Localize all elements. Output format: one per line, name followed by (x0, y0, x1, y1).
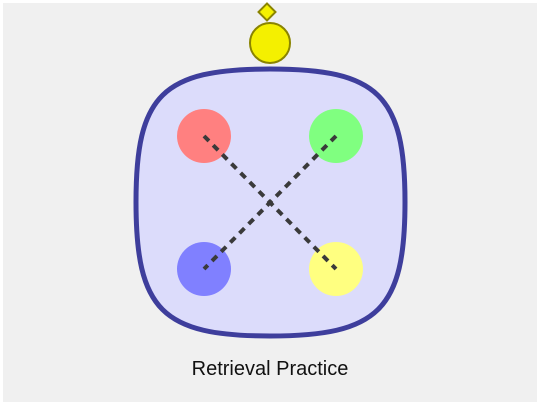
diagram-caption: Retrieval Practice (191, 358, 349, 380)
connector-topright-bottomleft (202, 134, 338, 271)
head-circle-icon (249, 22, 291, 64)
head-marker-icon (249, 2, 291, 64)
diamond-icon (257, 2, 277, 22)
